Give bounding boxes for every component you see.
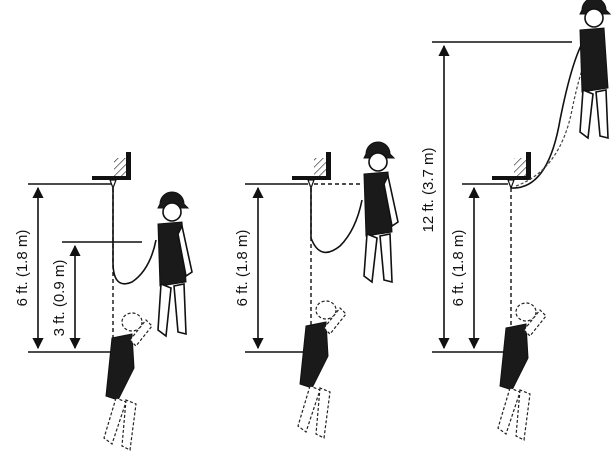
anchor-icon xyxy=(92,152,131,190)
worker-figure-standing xyxy=(157,191,193,338)
panel-right: 12 ft. (3.7 m) 6 ft. (1.8 m) xyxy=(420,0,612,441)
anchor-icon xyxy=(292,152,331,190)
label-total-right: 12 ft. (3.7 m) xyxy=(420,147,437,232)
worker-figure-falling xyxy=(103,312,153,451)
lanyard-line xyxy=(510,39,585,189)
label-free-fall-left: 6 ft. (1.8 m) xyxy=(14,230,31,307)
label-deceleration-left: 3 ft. (0.9 m) xyxy=(51,260,68,337)
worker-figure-standing xyxy=(363,141,399,284)
lanyard-line xyxy=(310,188,363,254)
worker-figure-falling xyxy=(497,302,547,441)
label-free-fall-right: 6 ft. (1.8 m) xyxy=(450,230,467,307)
panel-left: 6 ft. (1.8 m) 3 ft. (0.9 m) xyxy=(14,152,193,451)
label-free-fall-middle: 6 ft. (1.8 m) xyxy=(234,230,251,307)
lanyard-line xyxy=(112,188,157,285)
anchor-icon xyxy=(492,152,531,190)
worker-figure-standing xyxy=(579,0,612,140)
worker-figure-falling xyxy=(297,300,347,439)
panel-middle: 6 ft. (1.8 m) xyxy=(234,141,399,439)
